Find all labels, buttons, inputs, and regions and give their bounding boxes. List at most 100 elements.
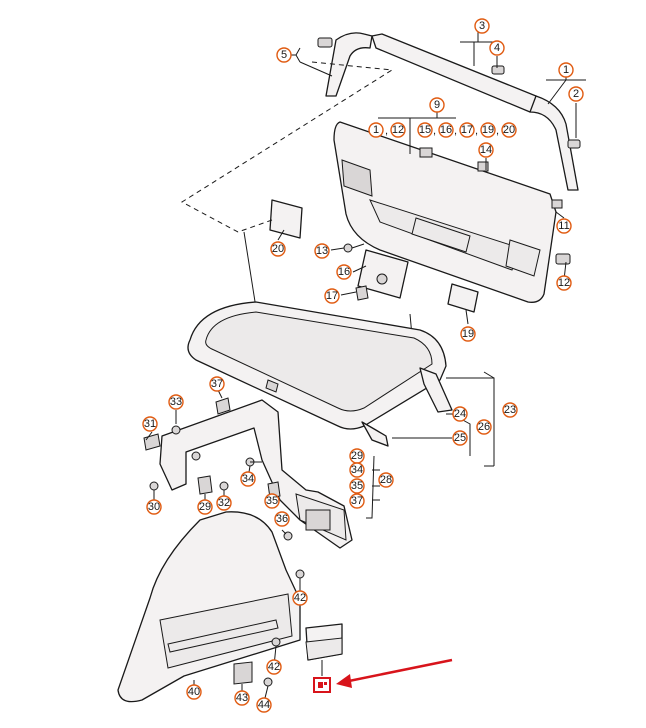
svg-text:9: 9: [434, 99, 440, 111]
svg-text:40: 40: [188, 686, 200, 698]
group-9-list: 1 , 12 15 , 16 , 17 , 19 , 20: [368, 122, 517, 138]
svg-text:43: 43: [236, 692, 248, 704]
svg-text:,: ,: [385, 125, 388, 137]
svg-text:26: 26: [478, 421, 490, 433]
svg-text:16: 16: [440, 124, 452, 136]
svg-text:37: 37: [211, 378, 223, 390]
callout-35-right: 35: [349, 478, 365, 494]
callout-44: 44: [256, 697, 272, 713]
svg-text:37: 37: [351, 495, 363, 507]
parcel-shelf: [187, 301, 453, 447]
svg-text:35: 35: [266, 495, 278, 507]
svg-text:12: 12: [558, 277, 570, 289]
callout-35-left: 35: [264, 493, 280, 509]
part-number-marker-icon[interactable]: [313, 677, 331, 693]
dashed-outline: [181, 61, 394, 233]
callout-3: 3: [474, 18, 490, 34]
svg-text:4: 4: [494, 42, 500, 54]
callout-9-ref-19: 19: [480, 122, 496, 138]
callout-16: 16: [336, 264, 352, 280]
svg-text:23: 23: [504, 404, 516, 416]
callout-9-ref-20: 20: [501, 122, 517, 138]
svg-text:20: 20: [272, 243, 284, 255]
svg-text:1: 1: [563, 64, 569, 76]
svg-text:,: ,: [433, 125, 436, 137]
svg-text:32: 32: [218, 497, 230, 509]
callout-9-ref-16: 16: [438, 122, 454, 138]
callout-9-ref-15: 15: [417, 122, 433, 138]
clip-17: [355, 285, 369, 301]
svg-text:44: 44: [258, 699, 270, 711]
svg-text:24: 24: [454, 408, 466, 420]
callout-29-left: 29: [197, 499, 213, 515]
callout-19: 19: [460, 326, 476, 342]
tailgate-trim-panel: [333, 121, 563, 303]
strap-left: [243, 231, 257, 309]
callout-40: 40: [186, 684, 202, 700]
svg-text:42: 42: [268, 661, 280, 673]
callout-37-left: 37: [209, 376, 225, 392]
svg-text:30: 30: [148, 501, 160, 513]
svg-text:25: 25: [454, 432, 466, 444]
svg-text:33: 33: [170, 396, 182, 408]
side-bracket: [143, 397, 353, 549]
svg-text:5: 5: [281, 49, 287, 61]
callout-34-right: 34: [349, 462, 365, 478]
callout-14: 14: [478, 142, 494, 158]
svg-text:14: 14: [480, 144, 492, 156]
callout-33: 33: [168, 394, 184, 410]
callout-13: 13: [314, 243, 330, 259]
svg-text:36: 36: [276, 513, 288, 525]
upper-trim-strip: [317, 32, 581, 191]
callout-30: 30: [146, 499, 162, 515]
callout-42-lower: 42: [266, 659, 282, 675]
flap-part: [305, 623, 343, 661]
callout-2: 2: [568, 86, 584, 102]
svg-text:16: 16: [338, 266, 350, 278]
cover-20: [269, 199, 303, 239]
screw-13: [343, 243, 365, 253]
callout-11: 11: [556, 218, 572, 234]
svg-text:34: 34: [242, 473, 254, 485]
svg-text:42: 42: [294, 592, 306, 604]
callout-29-right: 29: [349, 448, 365, 464]
callout-25: 25: [452, 430, 468, 446]
svg-text:28: 28: [380, 474, 392, 486]
svg-text:20: 20: [503, 124, 515, 136]
svg-text:17: 17: [326, 290, 338, 302]
lower-side-trim: [117, 511, 305, 703]
svg-text:19: 19: [482, 124, 494, 136]
svg-text:17: 17: [461, 124, 473, 136]
svg-text:3: 3: [479, 20, 485, 32]
callout-12: 12: [556, 275, 572, 291]
svg-text:,: ,: [454, 125, 457, 137]
callout-20: 20: [270, 241, 286, 257]
svg-text:2: 2: [573, 88, 579, 100]
svg-text:1: 1: [373, 124, 379, 136]
svg-text:11: 11: [558, 220, 569, 232]
callout-17: 17: [324, 288, 340, 304]
callout-9-ref-17: 17: [459, 122, 475, 138]
svg-text:15: 15: [419, 124, 431, 136]
svg-text:29: 29: [351, 450, 363, 462]
clip-12: [555, 253, 571, 265]
svg-text:,: ,: [475, 125, 478, 137]
callout-1: 1: [558, 62, 574, 78]
callout-23: 23: [502, 402, 518, 418]
svg-text:35: 35: [351, 480, 363, 492]
callout-24: 24: [452, 406, 468, 422]
svg-text:29: 29: [199, 501, 211, 513]
callout-42-upper: 42: [292, 590, 308, 606]
callout-28: 28: [378, 472, 394, 488]
svg-text:19: 19: [462, 328, 474, 340]
callout-9-ref-12: 12: [390, 122, 406, 138]
callout-36: 36: [274, 511, 290, 527]
cover-19: [447, 283, 479, 313]
callout-32: 32: [216, 495, 232, 511]
callout-9-ref-1: 1: [368, 122, 384, 138]
svg-text:,: ,: [496, 125, 499, 137]
callout-31: 31: [142, 416, 158, 432]
callout-5: 5: [276, 47, 292, 63]
callout-43: 43: [234, 690, 250, 706]
